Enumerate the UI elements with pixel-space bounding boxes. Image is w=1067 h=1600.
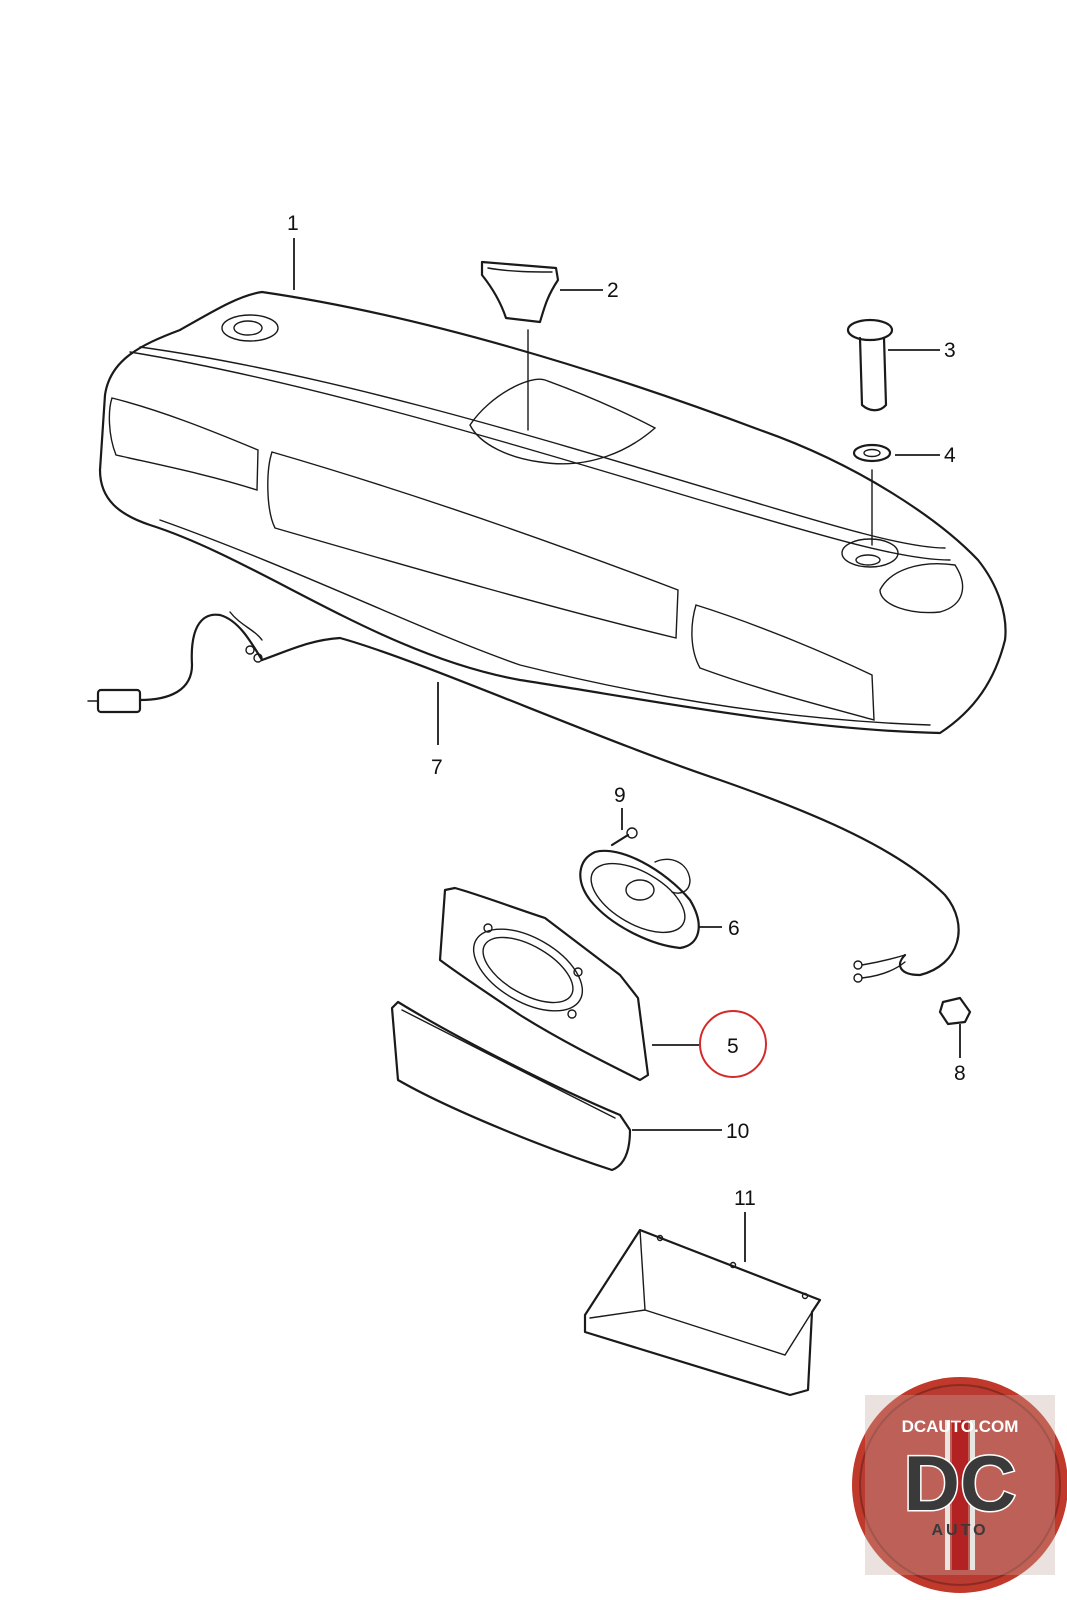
- callout-9[interactable]: 9: [614, 784, 626, 807]
- logo-letters: DC: [904, 1439, 1017, 1527]
- dcauto-logo: DCAUTO.COM DC AUTO: [852, 1377, 1067, 1593]
- speaker-bracket-part: [438, 886, 650, 1082]
- cup-insert-part: [480, 260, 560, 431]
- callout-5[interactable]: 5: [727, 1035, 739, 1058]
- callout-10[interactable]: 10: [726, 1120, 749, 1143]
- callout-4[interactable]: 4: [944, 444, 956, 467]
- callout-8[interactable]: 8: [954, 1062, 966, 1085]
- bolt-part: [846, 318, 894, 412]
- screw-part: [610, 827, 638, 847]
- logo-site-text: DCAUTO.COM: [902, 1417, 1019, 1436]
- callout-6[interactable]: 6: [728, 917, 740, 940]
- callout-2[interactable]: 2: [607, 279, 619, 302]
- callout-1[interactable]: 1: [287, 212, 299, 235]
- speaker-part: [579, 849, 700, 950]
- callout-3[interactable]: 3: [944, 339, 956, 362]
- leader-lines: [293, 238, 961, 1262]
- logo-sub-text: AUTO: [931, 1522, 988, 1539]
- storage-tray-part: [583, 1228, 822, 1397]
- callout-11[interactable]: 11: [734, 1187, 756, 1210]
- callout-labels: 1 2 3 4 5 6 7 8 9 10 11: [287, 212, 966, 1210]
- washer-part: [852, 443, 892, 546]
- overhead-console-part: [98, 290, 1007, 735]
- clip-part: [938, 996, 972, 1026]
- wiring-harness-part: [87, 611, 960, 983]
- callout-5-highlight-ring: [699, 1010, 767, 1078]
- callout-7[interactable]: 7: [431, 756, 443, 779]
- grille-panel-part: [390, 1000, 632, 1172]
